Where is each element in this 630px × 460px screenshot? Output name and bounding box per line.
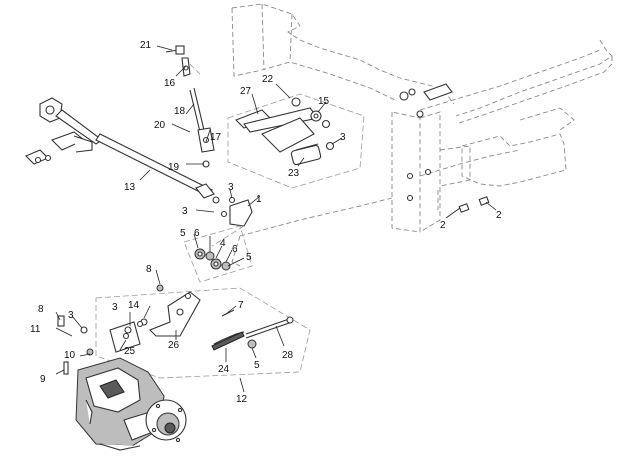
callout-6-a: 6 [194, 228, 200, 239]
callout-4: 4 [220, 238, 226, 249]
callout-3-b: 3 [182, 206, 188, 217]
upper-linkage [165, 45, 215, 153]
left-hardware [57, 315, 144, 375]
tie-rod-assembly [25, 97, 220, 204]
callout-1: 1 [256, 194, 262, 205]
callout-24: 24 [218, 364, 230, 375]
callout-3-e: 3 [112, 302, 118, 313]
callout-3-a: 3 [228, 182, 234, 193]
pivot-bracket [211, 196, 253, 247]
callout-labels: 1 2 2 3 3 3 3 3 4 5 5 5 6 6 7 8 8 9 10 1… [30, 40, 502, 405]
callout-12: 12 [236, 394, 248, 405]
callout-3-d: 3 [68, 310, 74, 321]
callout-22: 22 [262, 74, 274, 85]
frame-phantom [231, 3, 613, 267]
callout-23: 23 [288, 168, 300, 179]
callout-11: 11 [30, 324, 41, 335]
lower-lever [95, 284, 311, 379]
callout-2-a: 2 [440, 220, 446, 231]
callout-5-b: 5 [246, 252, 252, 263]
callout-28: 28 [282, 350, 294, 361]
callout-19: 19 [168, 162, 180, 173]
callout-8-b: 8 [38, 304, 44, 315]
callout-20: 20 [154, 120, 166, 131]
callout-5-a: 5 [180, 228, 186, 239]
callout-17: 17 [210, 132, 222, 143]
callout-25: 25 [124, 346, 136, 357]
callout-16: 16 [164, 78, 176, 89]
callout-5-c: 5 [254, 360, 260, 371]
callout-2-b: 2 [496, 210, 502, 221]
callout-9: 9 [40, 374, 46, 385]
callout-15: 15 [318, 96, 330, 107]
callout-6-b: 6 [232, 244, 238, 255]
leader-lines [55, 45, 497, 393]
callout-26: 26 [168, 340, 180, 351]
callout-21: 21 [140, 40, 152, 51]
callout-10: 10 [64, 350, 76, 361]
callout-14: 14 [128, 300, 140, 311]
wheel-motor [75, 357, 187, 451]
frame-bolts [399, 83, 490, 213]
callout-8-a: 8 [146, 264, 152, 275]
callout-13: 13 [124, 182, 136, 193]
callout-7: 7 [238, 300, 244, 311]
callout-3-c: 3 [340, 132, 346, 143]
callout-18: 18 [174, 106, 186, 117]
callout-27: 27 [240, 86, 252, 97]
detail-box [227, 93, 365, 189]
